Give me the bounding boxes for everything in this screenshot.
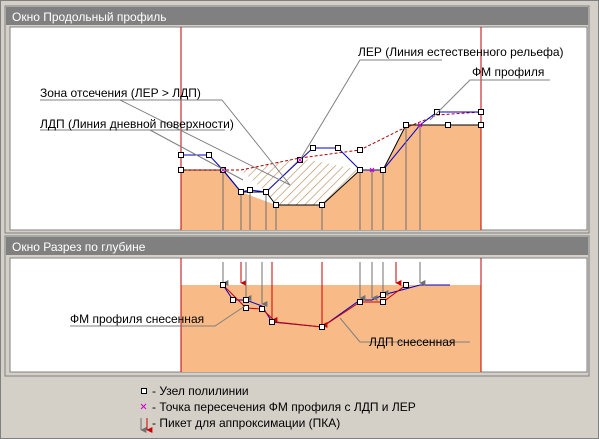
profile-window: Окно Продольный профиль (4, 5, 590, 234)
ler-label: ЛЕР (Линия естественного рельефа) (358, 45, 564, 59)
legend-picket-icon (140, 418, 153, 433)
legend-node-text: - Узел полилинии (152, 384, 249, 398)
fm-profile-line (181, 111, 481, 193)
legend-picket-text: - Пикет для аппроксимации (ПКА) (152, 416, 340, 430)
profile-picket-lines (222, 125, 421, 230)
legend-intersection-icon (140, 403, 147, 410)
depth-window: Окно Разрез по глубине (4, 235, 590, 377)
profile-window-title: Окно Продольный профиль (12, 10, 167, 24)
profile-window-titlebar[interactable] (6, 7, 588, 25)
ldp-label: ЛДП (Линия дневной поверхности) (40, 117, 234, 131)
legend-intersection-text: - Точка пересечения ФМ профиля с ЛДП и Л… (152, 400, 416, 414)
profile-leaders (40, 59, 550, 186)
depth-nodes (220, 282, 409, 330)
legend-node-icon (141, 388, 147, 394)
depth-window-titlebar[interactable] (6, 237, 588, 255)
ldp-shifted-label: ЛДП снесенная (369, 335, 455, 349)
fm-shifted-label: ФМ профиля снесенная (70, 312, 204, 326)
fm-profile-label: ФМ профиля (472, 65, 544, 79)
profile-nodes (178, 109, 484, 208)
legend: - Узел полилинии - Точка пересечения ФМ … (140, 384, 416, 433)
depth-ground-fill (181, 285, 481, 372)
depth-leaders (70, 305, 470, 343)
cut-zone-label: Зона отсечения (ЛЕР > ЛДП) (40, 86, 201, 100)
cut-zone-hatch (241, 158, 360, 205)
picket-arrows (222, 262, 426, 328)
depth-window-title: Окно Разрез по глубине (12, 240, 146, 254)
